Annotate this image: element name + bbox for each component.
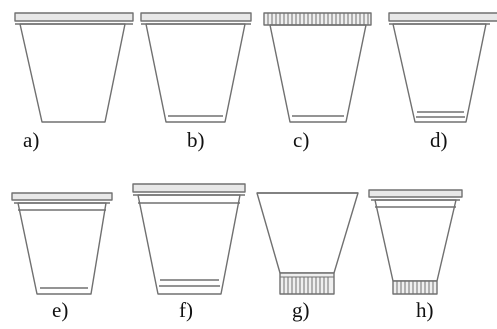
label-f: f) [179,298,193,322]
label-d: d) [430,128,448,152]
cup-d [388,12,497,123]
ribbed-base-g [280,276,334,294]
label-e: e) [52,298,69,322]
cup-f [132,183,246,295]
cup-c [263,12,372,123]
cup-g [256,192,359,295]
label-g: g) [292,298,310,322]
ribbed-base-h [396,281,434,294]
label-a: a) [23,128,40,152]
label-c: c) [293,128,310,152]
label-h: h) [416,298,434,322]
cup-e [11,192,113,295]
ribbed-rim-c [267,13,369,25]
label-b: b) [187,128,205,152]
cup-h [368,189,463,295]
cup-a [14,12,134,123]
cup-b [140,12,252,123]
